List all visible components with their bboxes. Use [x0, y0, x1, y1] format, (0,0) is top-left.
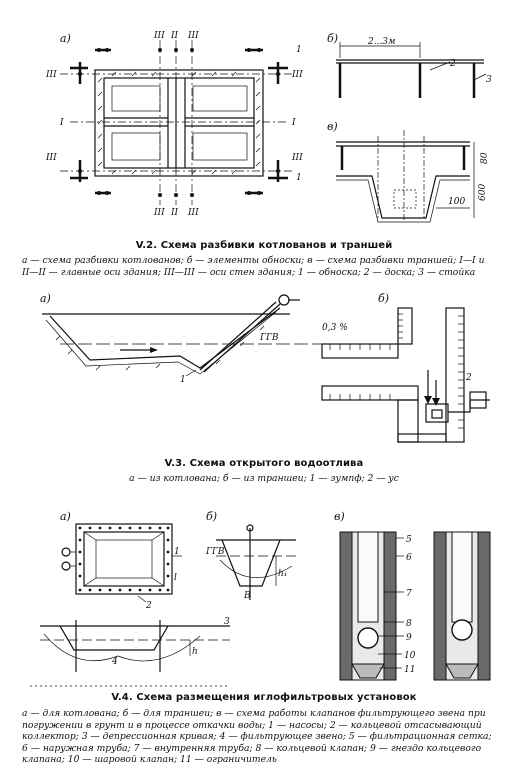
fig-v2-legend: а — схема разбивки котлованов; б — элеме…: [22, 255, 485, 278]
fig-v3-b-label: б): [378, 292, 389, 305]
fig-v4-b-label: б): [206, 510, 217, 523]
v3-b-num-2: 2: [465, 373, 472, 383]
fig-v4-legend: а — для котлована; б — для траншеи; в — …: [22, 708, 492, 766]
v2-b-num-2: 2: [449, 59, 456, 69]
axis-I-right: I: [291, 118, 296, 128]
fig-v4-legend-line-4: 6 — наружная труба; 7 — внутренняя труба…: [22, 742, 482, 754]
fig-v2-v-label: в): [327, 120, 338, 133]
axis-III-left-bottom: III: [45, 153, 57, 163]
fig-v3-a-label: а): [40, 292, 51, 305]
v2-a-num-1-top: 1: [296, 45, 302, 55]
fig-v4-panel-b: б) ГГВ B h₁: [205, 510, 296, 601]
fig-v4-panel-v: в) 5 6 7 8 9 10 11: [334, 510, 491, 681]
fig-v3-panel-a: а) ГГВ 1: [40, 292, 410, 385]
axis-III-top-right: III: [187, 31, 199, 41]
fig-v4-caption: V.4. Схема размещения иглофильтровых уст…: [111, 692, 417, 703]
fig-v4-legend-line-2: погружении в грунт и в процессе откачки …: [22, 719, 482, 731]
v4-a-num-4: 4: [111, 657, 118, 667]
v2-b-num-3: 3: [486, 75, 492, 85]
axis-III-top-left: III: [153, 31, 165, 41]
axis-II-top: II: [170, 31, 179, 41]
v4-v-num-11: 11: [404, 665, 415, 675]
v4-v-num-7: 7: [406, 589, 412, 599]
v4-a-num-2: 2: [145, 601, 152, 611]
axis-II-bottom: II: [170, 208, 179, 218]
v2-v-dim-600: 600: [478, 184, 488, 201]
fig-v2-b-label: б): [327, 32, 338, 45]
v3-a-gwl: ГГВ: [259, 333, 279, 343]
v4-a-dim-l: l: [174, 573, 177, 583]
v4-v-num-9: 9: [406, 633, 412, 643]
fig-v4-legend-line-3: коллектор; 3 — депрессионная кривая; 4 —…: [22, 731, 492, 743]
v4-v-num-10: 10: [404, 651, 416, 661]
v4-b-gwl: ГГВ: [205, 547, 225, 557]
v2-v-dim-80: 80: [480, 152, 490, 164]
axis-III-right-bottom: III: [291, 153, 303, 163]
v4-a-dim-h: h: [192, 647, 198, 657]
fig-v3-legend: а — из котлована; б — из траншеи; 1 — зу…: [129, 473, 399, 484]
fig-v2-a-label: а): [60, 32, 71, 45]
fig-v4-legend-line-1: а — для котлована; б — для траншеи; в — …: [22, 708, 486, 719]
v2-v-dim-100: 100: [448, 197, 465, 207]
fig-v2-legend-line-2: II—II — главные оси здания; III—III — ос…: [22, 266, 476, 278]
fig-v4-panel-a: а) 1 l 2 h 3 4: [30, 510, 230, 687]
fig-v2-panel-a: а): [45, 31, 303, 218]
fig-v4-a-label: а): [60, 510, 71, 523]
v3-a-num-1: 1: [180, 375, 186, 385]
fig-v4-legend-line-5: клапана; 10 — шаровой клапан; 11 — огран…: [22, 754, 277, 766]
v4-v-num-5: 5: [406, 535, 412, 545]
fig-v3-panel-b: б) 0,3 % 2: [321, 292, 490, 443]
v4-b-dim-h1: h₁: [278, 569, 287, 579]
v4-b-dim-B: B: [243, 591, 251, 601]
v3-b-slope: 0,3 %: [322, 323, 348, 333]
fig-v2-legend-line-1: а — схема разбивки котлованов; б — элеме…: [22, 255, 485, 266]
v4-v-num-6: 6: [406, 553, 412, 563]
axis-III-bottom-left: III: [153, 208, 165, 218]
v4-a-num-3: 3: [224, 617, 230, 627]
fig-v4-v-label: в): [334, 510, 345, 523]
axis-III-bottom-right: III: [187, 208, 199, 218]
axis-III-right-top: III: [291, 70, 303, 80]
v4-a-num-1: 1: [174, 547, 180, 557]
fig-v2-panel-v: в) 80 600 100: [327, 120, 490, 223]
fig-v3-caption: V.3. Схема открытого водоотлива: [164, 458, 364, 469]
v4-v-num-8: 8: [406, 619, 412, 629]
fig-v2-caption: V.2. Схема разбивки котлованов и траншей: [135, 240, 393, 251]
v2-b-dim-spacing: 2...3м: [367, 37, 396, 47]
axis-I-left: I: [59, 118, 64, 128]
fig-v2-panel-b: б) 2...3м 2 3: [327, 32, 492, 98]
v2-a-num-1-bottom: 1: [296, 173, 302, 183]
axis-III-left-top: III: [45, 70, 57, 80]
